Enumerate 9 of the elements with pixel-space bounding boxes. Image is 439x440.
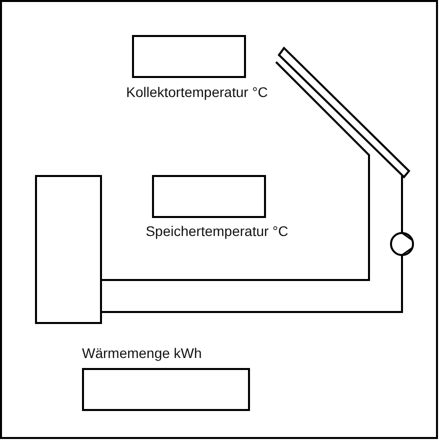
pump-symbol [390,232,414,256]
field-label: Speichertemperatur °C [146,223,288,239]
pipe [102,61,370,281]
solar-collector [278,46,410,178]
pipe [102,255,403,313]
pipe [401,176,403,233]
field-label: Wärmemenge kWh [82,345,202,361]
field-label: Kollektortemperatur °C [126,84,268,100]
storage-tank [35,175,102,324]
